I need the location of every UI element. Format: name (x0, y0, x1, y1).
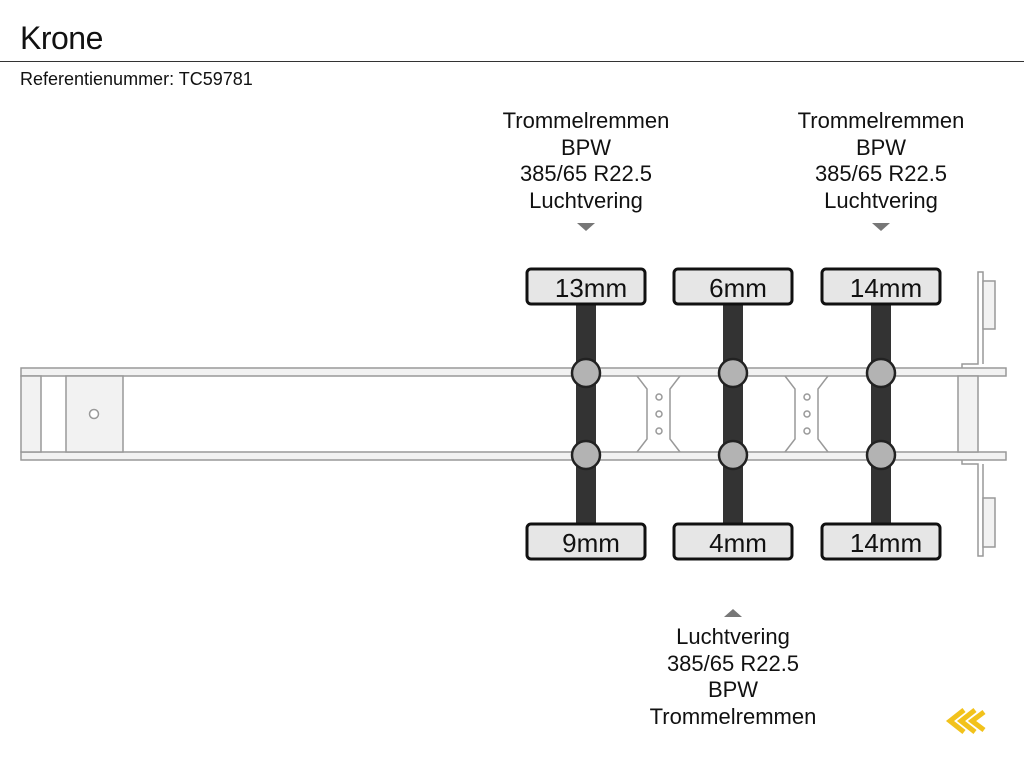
axle-2-suspension: Luchtvering (676, 624, 790, 649)
axle-3: 14mm 14mm (820, 267, 942, 561)
axle-2-tire-lower (672, 522, 794, 561)
axle-1-brake: Trommelremmen (502, 108, 670, 133)
brace-2-hole-2 (803, 410, 811, 418)
axle-1-suspension: Luchtvering (529, 187, 643, 213)
axle-3-tread-lower: 14mm (850, 528, 922, 558)
landing-gear-upper (982, 280, 996, 330)
brace-2-hole-1 (803, 393, 811, 401)
axle-1: 13mm 9mm (525, 267, 647, 561)
chassis-frame (20, 271, 1007, 557)
axle-2-tread-upper: 6mm (709, 273, 767, 303)
axle-3-brand: BPW (855, 134, 907, 160)
axle-2: 6mm 4mm (672, 267, 794, 561)
cross-brace-1 (636, 375, 681, 453)
page-title: Krone (20, 20, 103, 56)
axle-3-beam (871, 300, 891, 528)
upper-rail (20, 367, 1007, 377)
axle-1-tire-upper (525, 267, 647, 306)
axle-1-tread-lower: 9mm (562, 528, 620, 558)
axle-1-tire-lower (525, 522, 647, 561)
axle-2-brand: BPW (707, 677, 759, 702)
axle-2-pointer (724, 609, 742, 617)
axle-3-hub-lower (865, 439, 897, 471)
axle-1-hub-lower (570, 439, 602, 471)
axle-1-spec: Trommelremmen BPW 385/65 R22.5 Luchtveri… (486, 108, 686, 214)
header-divider (0, 61, 1024, 62)
lower-rail (20, 451, 1007, 461)
axle-2-hub-upper (717, 357, 749, 389)
axle-1-tread-upper: 13mm (555, 273, 627, 303)
rear-plate-bolt (88, 408, 100, 420)
axle-3-spec: Trommelremmen BPW 385/65 R22.5 Luchtveri… (781, 108, 981, 214)
rear-plate (65, 375, 124, 453)
front-crossmember (957, 375, 979, 453)
brace-2-hole-3 (803, 427, 811, 435)
axle-3-tire-upper (820, 267, 942, 306)
axle-1-brand: BPW (560, 134, 612, 160)
axle-2-tire-upper (672, 267, 794, 306)
brace-1-hole-1 (655, 393, 663, 401)
brace-1-hole-3 (655, 427, 663, 435)
reference-number: Referentienummer: TC59781 (20, 69, 253, 89)
axle-2-hub-lower (717, 439, 749, 471)
axle-3-suspension: Luchtvering (824, 187, 938, 213)
axle-1-pointer (577, 223, 595, 231)
axle-1-tire-size: 385/65 R22.5 (519, 161, 653, 186)
axle-2-beam (723, 300, 743, 528)
landing-gear-lower (982, 497, 996, 548)
axle-2-tire-size: 385/65 R22.5 (666, 650, 800, 676)
axle-3-brake: Trommelremmen (797, 108, 965, 133)
axle-3-tire-lower (820, 522, 942, 561)
axle-2-spec: Luchtvering 385/65 R22.5 BPW Trommelremm… (633, 624, 833, 730)
double-chevron-left-icon (945, 708, 986, 734)
axle-3-tread-upper: 14mm (850, 273, 922, 303)
rear-crossmember (20, 375, 42, 453)
axle-1-hub-upper (570, 357, 602, 389)
axle-3-pointer (872, 223, 890, 231)
axle-1-beam (576, 300, 596, 528)
axle-2-tread-lower: 4mm (709, 528, 767, 558)
axle-2-brake: Trommelremmen (649, 703, 817, 729)
cross-brace-2 (784, 375, 829, 453)
axle-3-tire-size: 385/65 R22.5 (814, 161, 948, 186)
axle-3-hub-upper (865, 357, 897, 389)
brace-1-hole-2 (655, 410, 663, 418)
